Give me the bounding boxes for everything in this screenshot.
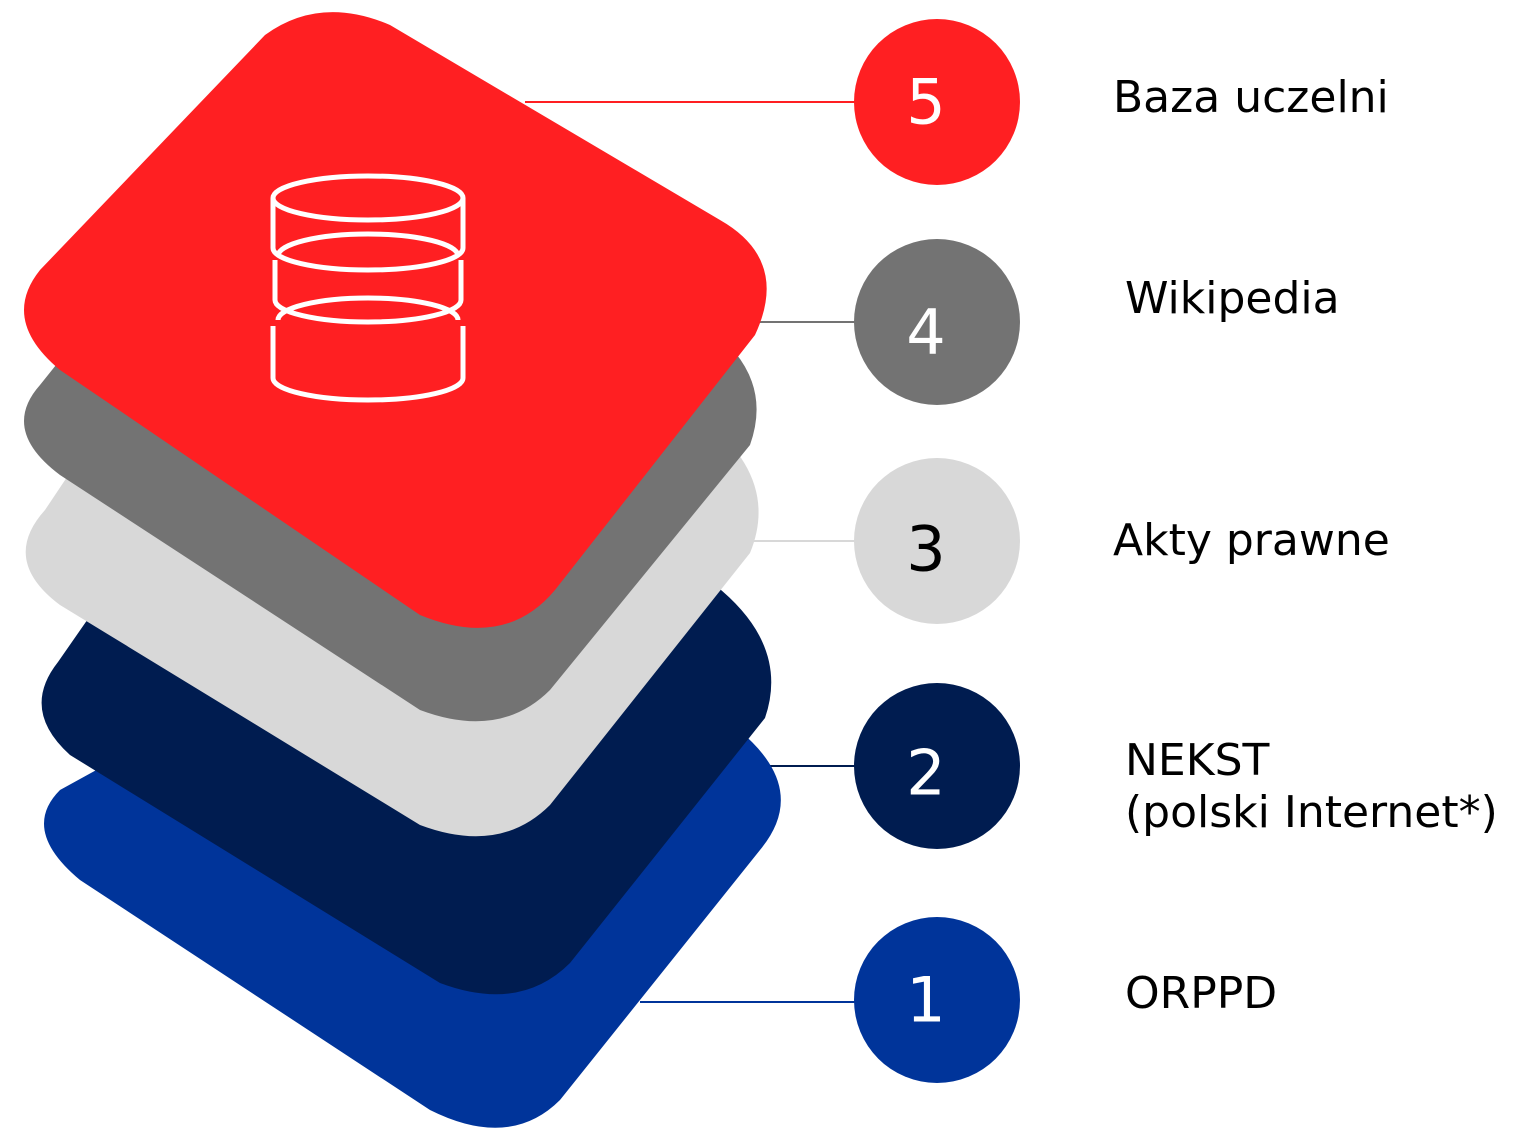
layer-label-4: Wikipedia — [1125, 273, 1340, 325]
layer-number-1: 1 — [906, 964, 945, 1037]
layer-badge-5 — [854, 19, 1020, 185]
layer-label-5: Baza uczelni — [1113, 72, 1389, 124]
layer-label-5-text: Baza uczelni — [1113, 72, 1389, 123]
layer-label-1: ORPPD — [1125, 968, 1277, 1020]
layer-badge-3 — [854, 458, 1020, 624]
layer-label-2: NEKST (polski Internet*) — [1125, 735, 1498, 839]
layer-label-3-text: Akty prawne — [1113, 515, 1390, 566]
layer-number-5: 5 — [906, 66, 945, 139]
layer-label-2-text: NEKST — [1125, 735, 1270, 786]
layer-badge-1 — [854, 917, 1020, 1083]
layer-number-4: 4 — [906, 296, 945, 369]
layer-number-2: 2 — [906, 737, 945, 810]
layer-badge-2 — [854, 683, 1020, 849]
layer-label-1-text: ORPPD — [1125, 968, 1278, 1019]
layer-number-3: 3 — [906, 513, 945, 586]
layer-badge-4 — [854, 239, 1020, 405]
database-icon — [270, 173, 466, 403]
layer-label-4-text: Wikipedia — [1125, 273, 1340, 324]
layer-label-2-subtext: (polski Internet*) — [1125, 787, 1498, 838]
layer-label-3: Akty prawne — [1113, 515, 1390, 567]
